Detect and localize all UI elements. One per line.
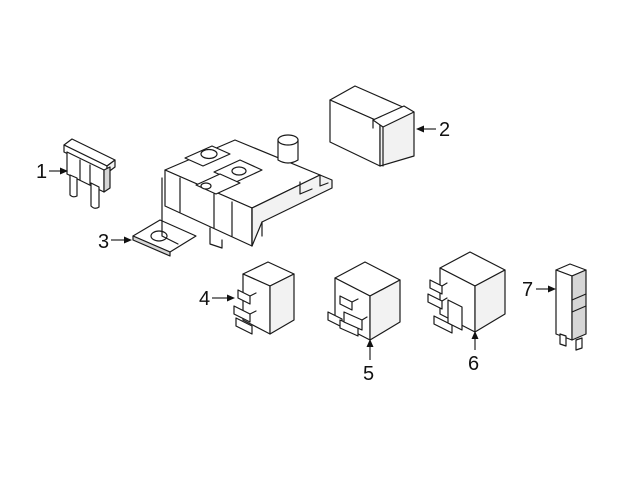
part-3-fuse-holder[interactable] xyxy=(132,134,333,257)
callout-label: 1 xyxy=(36,161,47,183)
callout-5: 5 xyxy=(363,339,374,385)
callout-4: 4 xyxy=(199,288,235,310)
callout-3: 3 xyxy=(98,231,132,253)
part-2-block-fuse[interactable] xyxy=(329,85,415,167)
callout-2: 2 xyxy=(416,119,450,141)
callout-1: 1 xyxy=(36,161,68,183)
callout-label: 3 xyxy=(98,231,109,253)
callout-label: 4 xyxy=(199,288,210,310)
part-7-maxi-fuse[interactable] xyxy=(555,263,587,351)
part-6-relay[interactable] xyxy=(427,251,506,334)
callout-label: 5 xyxy=(363,363,374,385)
part-5-relay[interactable] xyxy=(327,261,401,341)
callout-label: 2 xyxy=(439,119,450,141)
callout-6: 6 xyxy=(468,331,479,375)
callout-7: 7 xyxy=(522,279,556,301)
callout-label: 6 xyxy=(468,353,479,375)
callout-label: 7 xyxy=(522,279,533,301)
part-4-mini-relay[interactable] xyxy=(233,261,295,335)
part-1-blade-fuse[interactable] xyxy=(63,138,116,209)
